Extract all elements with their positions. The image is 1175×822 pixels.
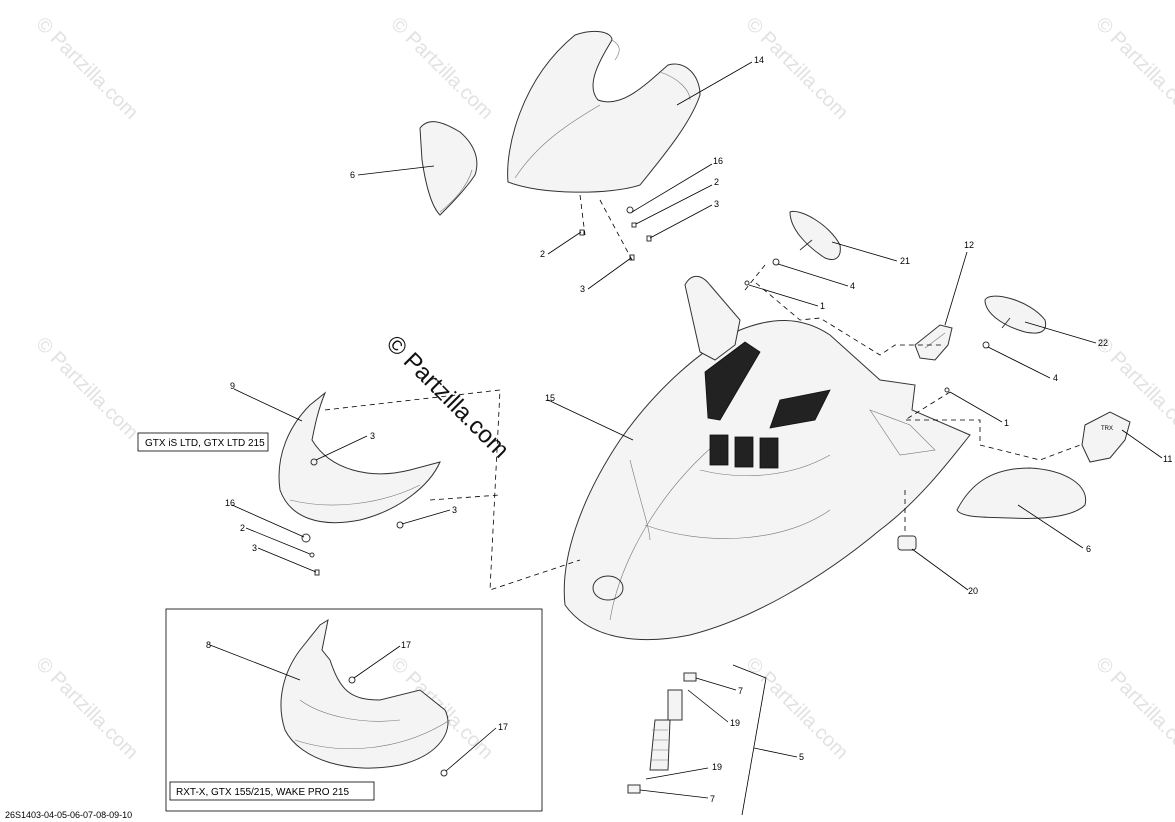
callout-12[interactable]: 12 [964, 240, 974, 250]
callout-8[interactable]: 8 [206, 640, 211, 650]
callout-2[interactable]: 2 [240, 523, 245, 533]
screw-icon [440, 769, 448, 777]
part-6-side-panel-right[interactable] [956, 467, 1087, 519]
callout-3[interactable]: 3 [714, 199, 719, 209]
document-id: 26S1403-04-05-06-07-08-09-10 [5, 810, 132, 820]
callout-3[interactable]: 3 [580, 284, 585, 294]
watermark: © Partzilla.com [31, 333, 142, 444]
part-22-mirror-right[interactable] [944, 295, 1047, 393]
part-21-mirror-left[interactable] [744, 210, 841, 286]
callout-2[interactable]: 2 [540, 249, 545, 259]
watermark: © Partzilla.com [1091, 13, 1175, 124]
part-7-end-fitting[interactable] [627, 784, 641, 794]
callout-4[interactable]: 4 [1053, 373, 1058, 383]
callout-7[interactable]: 7 [710, 794, 715, 804]
callout-3[interactable]: 3 [370, 431, 375, 441]
callout-16[interactable]: 16 [713, 156, 723, 166]
callout-14[interactable]: 14 [754, 55, 764, 65]
watermark: © Partzilla.com [741, 13, 852, 124]
callout-5[interactable]: 5 [799, 752, 804, 762]
callout-19[interactable]: 19 [712, 762, 722, 772]
screw-icon [396, 521, 404, 529]
screw-icon [310, 458, 318, 466]
nut-icon [301, 533, 311, 543]
part-5-strut-assembly[interactable] [627, 672, 697, 794]
part-6-side-panel-left[interactable] [419, 121, 478, 216]
part-20-clip[interactable] [897, 535, 917, 551]
callout-15[interactable]: 15 [545, 393, 555, 403]
nut-icon [772, 258, 780, 266]
callout-16[interactable]: 16 [225, 498, 235, 508]
alignment-lines [324, 194, 1081, 591]
callout-1[interactable]: 1 [820, 301, 825, 311]
part-8-front-bumper[interactable] [280, 618, 451, 777]
screw-icon [646, 235, 652, 242]
callout-1[interactable]: 1 [1004, 418, 1009, 428]
callout-4[interactable]: 4 [850, 281, 855, 291]
part-14-upper-cover[interactable] [507, 30, 701, 193]
callout-19[interactable]: 19 [730, 718, 740, 728]
washer-icon [309, 552, 315, 558]
callout-3[interactable]: 3 [452, 505, 457, 515]
nut-icon [982, 341, 990, 349]
callout-6[interactable]: 6 [1086, 544, 1091, 554]
callout-2[interactable]: 2 [714, 177, 719, 187]
callout-3[interactable]: 3 [252, 543, 257, 553]
watermark: © Partzilla.com [31, 653, 142, 764]
variant-label-text: GTX iS LTD, GTX LTD 215 [145, 438, 265, 449]
callout-20[interactable]: 20 [968, 586, 978, 596]
callout-7[interactable]: 7 [738, 686, 743, 696]
part-15-front-hood-body[interactable] [563, 275, 971, 641]
watermark: © Partzilla.com [386, 13, 497, 124]
callout-labels: 14 6 16 2 3 2 3 21 4 1 12 22 4 1 15 11 6… [206, 55, 1172, 804]
screw-icon [348, 676, 356, 684]
variant-label-gtx-ltd: GTX iS LTD, GTX LTD 215 [137, 432, 269, 452]
callout-17[interactable]: 17 [401, 640, 411, 650]
leader-lines [209, 61, 1163, 816]
watermark: © Partzilla.com [31, 13, 142, 124]
screw-icon [314, 569, 320, 576]
callout-22[interactable]: 22 [1098, 338, 1108, 348]
callout-9[interactable]: 9 [230, 381, 235, 391]
watermark: © Partzilla.com [1091, 653, 1175, 764]
callout-11[interactable]: 11 [1163, 454, 1172, 464]
part-12-bracket[interactable] [914, 324, 953, 361]
washer-icon [744, 280, 750, 286]
svg-text:TRX: TRX [1101, 426, 1113, 432]
part-11-latch[interactable]: TRX [1081, 411, 1131, 463]
callout-17[interactable]: 17 [498, 722, 508, 732]
fastener-group-upper [579, 206, 652, 261]
variant-label-text: RXT-X, GTX 155/215, WAKE PRO 215 [176, 787, 349, 798]
part-7-end-fitting[interactable] [683, 672, 697, 682]
washer-icon [944, 387, 950, 393]
screw-icon [631, 222, 637, 228]
nut-icon [626, 206, 634, 214]
part-9-front-bumper-ltd[interactable] [278, 391, 441, 576]
variant-box-rxt-gtx-wake: RXT-X, GTX 155/215, WAKE PRO 215 [165, 608, 543, 812]
callout-6[interactable]: 6 [350, 170, 355, 180]
callout-21[interactable]: 21 [900, 256, 910, 266]
center-watermark: © Partzilla.com [381, 330, 514, 463]
watermark: © Partzilla.com [741, 653, 852, 764]
